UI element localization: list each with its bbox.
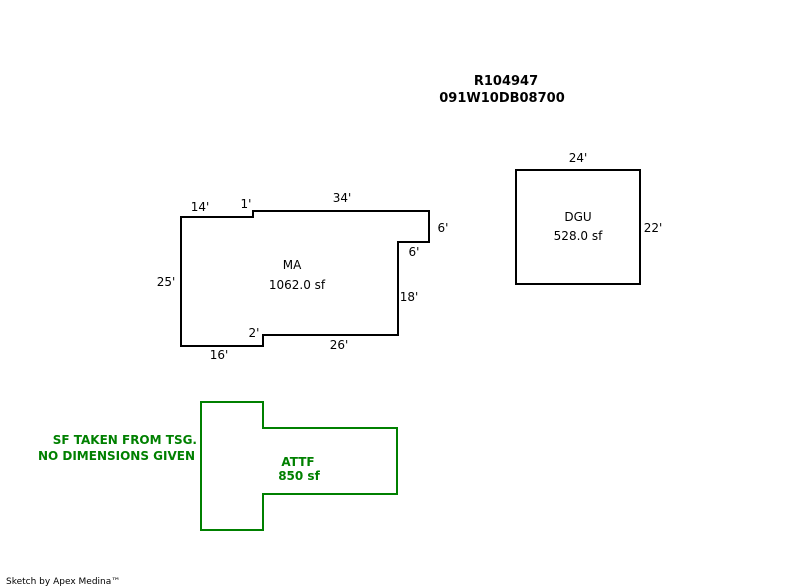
ma-dim-jog-top: 1' (241, 197, 252, 211)
ma-dim-top-left: 14' (191, 200, 210, 214)
ma-dim-bottom-right: 26' (330, 338, 349, 352)
dgu-outline (515, 169, 641, 285)
ma-dim-right-lower: 18' (400, 290, 419, 304)
attf-outline (200, 401, 398, 531)
ma-area: 1062.0 sf (269, 278, 326, 292)
dgu-dim-top: 24' (569, 151, 588, 165)
dgu-dim-right: 22' (644, 221, 663, 235)
dgu-label: DGU (564, 210, 591, 224)
ma-dim-bottom-left: 16' (210, 348, 229, 362)
ma-dim-right-upper: 6' (438, 221, 449, 235)
attf-note-line2: NO DIMENSIONS GIVEN (38, 449, 195, 463)
ma-dim-right-jog: 6' (409, 245, 420, 259)
account-number: R104947 (474, 74, 538, 89)
ma-dim-top: 34' (333, 191, 352, 205)
ma-label: MA (283, 258, 302, 272)
dgu-area: 528.0 sf (554, 229, 603, 243)
sketch-credit: Sketch by Apex Medina™ (6, 577, 120, 587)
map-tax-lot: 091W10DB08700 (439, 91, 565, 106)
ma-dim-left: 25' (157, 275, 176, 289)
attf-area: 850 sf (278, 469, 320, 483)
ma-outline (180, 210, 430, 347)
attf-label: ATTF (281, 455, 314, 469)
ma-dim-jog-bottom: 2' (249, 326, 260, 340)
attf-note-line1: SF TAKEN FROM TSG. (53, 433, 197, 447)
